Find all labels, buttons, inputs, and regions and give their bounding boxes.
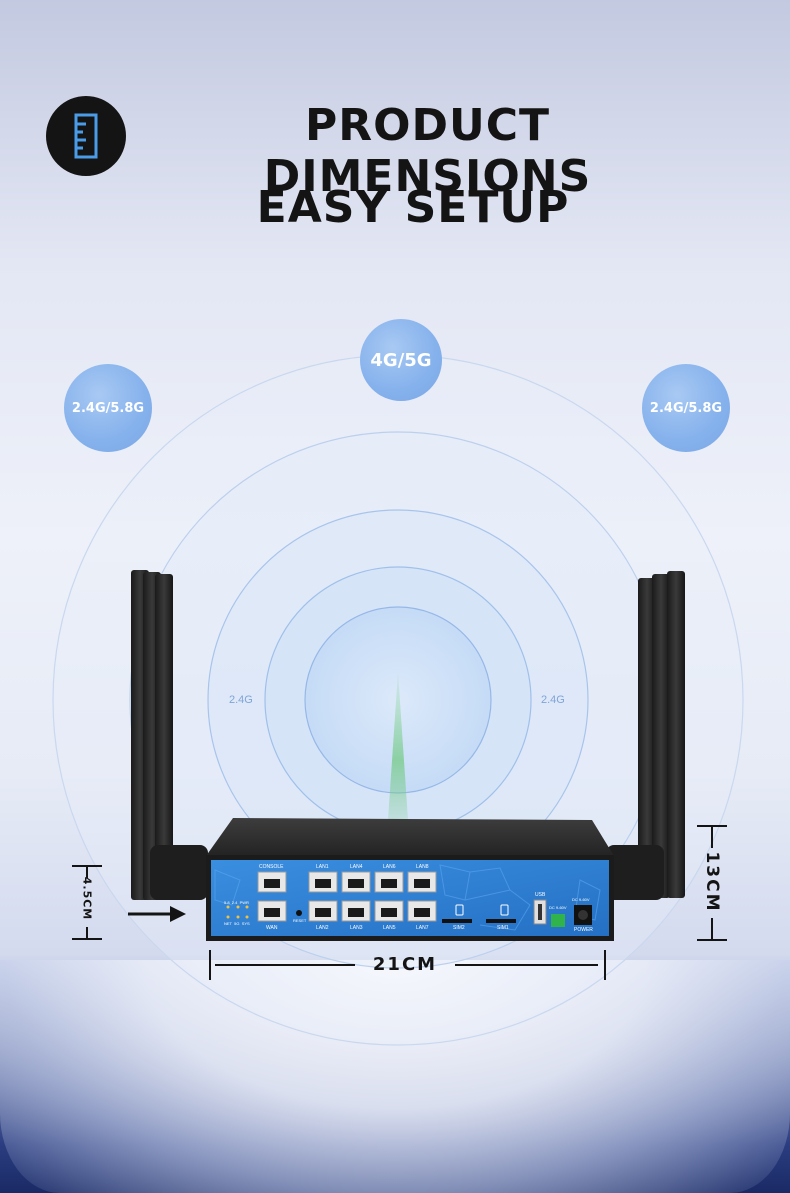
status-leds [226, 905, 249, 919]
reset-button [296, 910, 302, 916]
dc-terminal [551, 914, 565, 927]
label-wan: WAN [266, 925, 278, 931]
dimension-depth: 4.5CM [80, 876, 94, 921]
page-subtitle: EASY SETUP [256, 182, 570, 233]
label-sim2: SIM2 [453, 925, 465, 931]
label-leds-bottom: NET 5G SYS [224, 921, 250, 926]
page-title: PRODUCT DIMENSIONS [263, 100, 592, 202]
badge-wifi-right: 2.4G/5.8G [642, 364, 730, 452]
signal-beam [388, 672, 408, 820]
sim1-slot [486, 919, 516, 923]
antennas-left [131, 570, 208, 900]
badge-4g5g: 4G/5G [360, 319, 442, 401]
label-leds-top: 5.8 2.4 PWR [224, 900, 249, 905]
label-lan5: LAN5 [383, 925, 396, 931]
label-usb: USB [535, 892, 546, 898]
router-top [206, 818, 614, 856]
label-power: POWER [574, 927, 593, 933]
sim-icons [455, 904, 509, 916]
label-console: CONSOLE [259, 864, 284, 870]
label-sim1: SIM1 [497, 925, 509, 931]
label-lan6: LAN6 [383, 864, 396, 870]
panel-pattern [214, 864, 601, 931]
label-reset: RESET [293, 918, 307, 923]
antennas-right [606, 571, 685, 900]
background-glow [0, 960, 790, 1193]
dimension-width: 21CM [372, 954, 438, 975]
label-lan1: LAN1 [316, 864, 329, 870]
dimension-height: 13CM [702, 851, 722, 913]
label-dc-power: DC 9-60V [572, 897, 590, 902]
label-lan4: LAN4 [350, 864, 363, 870]
badge-wifi-left: 2.4G/5.8G [64, 364, 152, 452]
label-lan8: LAN8 [416, 864, 429, 870]
port-holes [264, 879, 430, 917]
ring-label-right: 2.4G [541, 694, 565, 706]
ring-label-left: 2.4G [229, 694, 253, 706]
label-lan2: LAN2 [316, 925, 329, 931]
label-dc-in: DC 9-60V [549, 905, 567, 910]
sim2-slot [442, 919, 472, 923]
ruler-icon [46, 96, 126, 176]
label-lan7: LAN7 [416, 925, 429, 931]
label-lan3: LAN3 [350, 925, 363, 931]
